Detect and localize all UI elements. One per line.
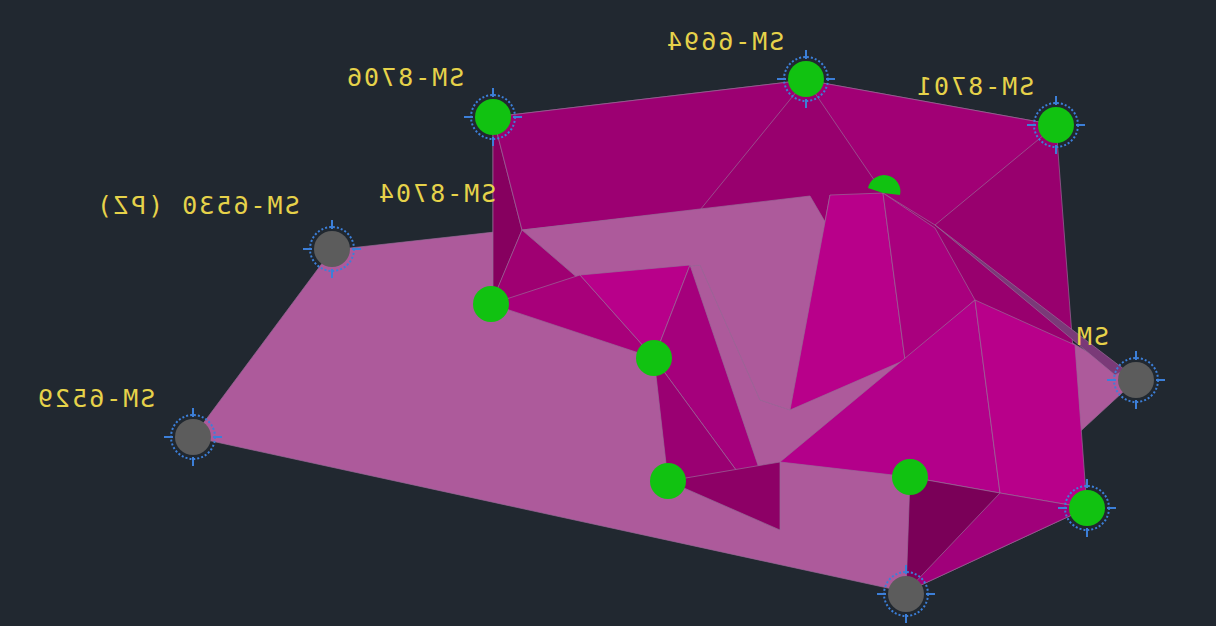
surface-part [1118, 362, 1154, 398]
surface-part [1058, 479, 1116, 537]
surface-part [892, 459, 928, 495]
point-label: SM-6530 (PZ) [95, 193, 300, 218]
surface-part [303, 220, 361, 278]
surface-part [877, 565, 935, 623]
surface-part [777, 50, 835, 108]
surface-part [668, 462, 780, 530]
point-label: SM-8704 [377, 181, 496, 206]
surface-part [868, 175, 900, 195]
surface-part [475, 99, 511, 135]
surface-part [888, 576, 924, 612]
surface-part [314, 231, 350, 267]
surface-part [654, 358, 780, 530]
point-label: SM-8701 [915, 74, 1034, 99]
point-label: SM-8706 [345, 65, 464, 90]
surface-part [780, 300, 1000, 493]
point-label: SM-6529 [36, 386, 155, 411]
surface-part [1107, 351, 1165, 409]
surface-part [636, 340, 672, 376]
surface-part [935, 225, 1125, 375]
surface-part [473, 286, 509, 322]
surface-part [193, 80, 1136, 592]
surface-part [164, 408, 222, 466]
surface-part [1027, 96, 1085, 154]
surface-part [1038, 107, 1074, 143]
surface-part [650, 463, 686, 499]
surface-part [175, 419, 211, 455]
surface-part [788, 61, 824, 97]
surface-part [464, 88, 522, 146]
surface-part [1069, 490, 1105, 526]
point-label: SM [1075, 324, 1109, 349]
point-label: SM-6694 [665, 29, 784, 54]
